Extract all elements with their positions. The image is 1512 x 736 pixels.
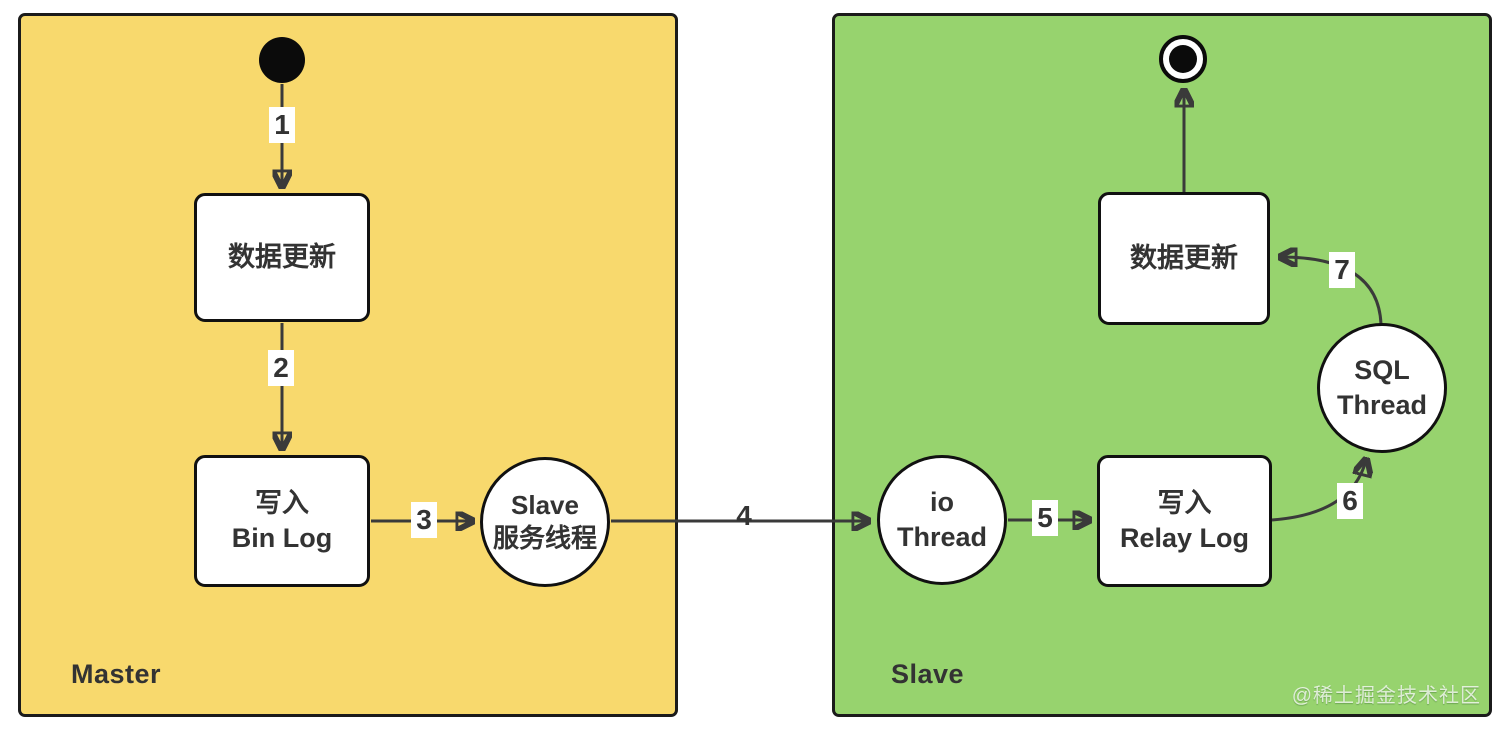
end-node-icon bbox=[1159, 35, 1207, 83]
node-write-bin-log-line1: 写入 bbox=[255, 488, 309, 518]
node-sql-thread-line2: Thread bbox=[1336, 390, 1428, 420]
node-master-data-update-label: 数据更新 bbox=[228, 242, 336, 272]
node-slave-service-thread: Slave 服务线程 bbox=[480, 457, 610, 587]
node-write-relay-log: 写入 Relay Log bbox=[1097, 455, 1272, 587]
edge-label-7: 7 bbox=[1329, 252, 1355, 288]
master-panel: Master bbox=[18, 13, 678, 717]
node-slave-data-update-label: 数据更新 bbox=[1130, 243, 1238, 273]
node-write-relay-log-line2: Relay Log bbox=[1119, 523, 1250, 553]
edge-label-2: 2 bbox=[268, 350, 294, 386]
edge-label-3: 3 bbox=[411, 502, 437, 538]
edge-label-4: 4 bbox=[736, 500, 752, 531]
edge-label-5: 5 bbox=[1032, 500, 1058, 536]
master-label: Master bbox=[71, 659, 162, 689]
node-write-relay-log-line1: 写入 bbox=[1157, 488, 1212, 518]
node-io-thread-line2: Thread bbox=[896, 522, 988, 552]
node-sql-thread-line1: SQL bbox=[1354, 355, 1410, 385]
edge-label-6: 6 bbox=[1337, 483, 1363, 519]
node-master-data-update: 数据更新 bbox=[194, 193, 370, 322]
node-slave-service-thread-line1: Slave bbox=[511, 490, 579, 520]
end-node-dot-icon bbox=[1169, 45, 1197, 73]
node-slave-service-thread-line2: 服务线程 bbox=[492, 523, 597, 553]
slave-label: Slave bbox=[891, 659, 965, 689]
node-io-thread-line1: io bbox=[930, 487, 954, 517]
node-write-bin-log-line2: Bin Log bbox=[231, 523, 333, 553]
start-node-icon bbox=[259, 37, 305, 83]
edge-label-1: 1 bbox=[269, 107, 295, 143]
node-io-thread: io Thread bbox=[877, 455, 1007, 585]
watermark: @稀土掘金技术社区 bbox=[1291, 685, 1481, 707]
node-sql-thread: SQL Thread bbox=[1317, 323, 1447, 453]
node-write-bin-log: 写入 Bin Log bbox=[194, 455, 370, 587]
node-slave-data-update: 数据更新 bbox=[1098, 192, 1270, 325]
